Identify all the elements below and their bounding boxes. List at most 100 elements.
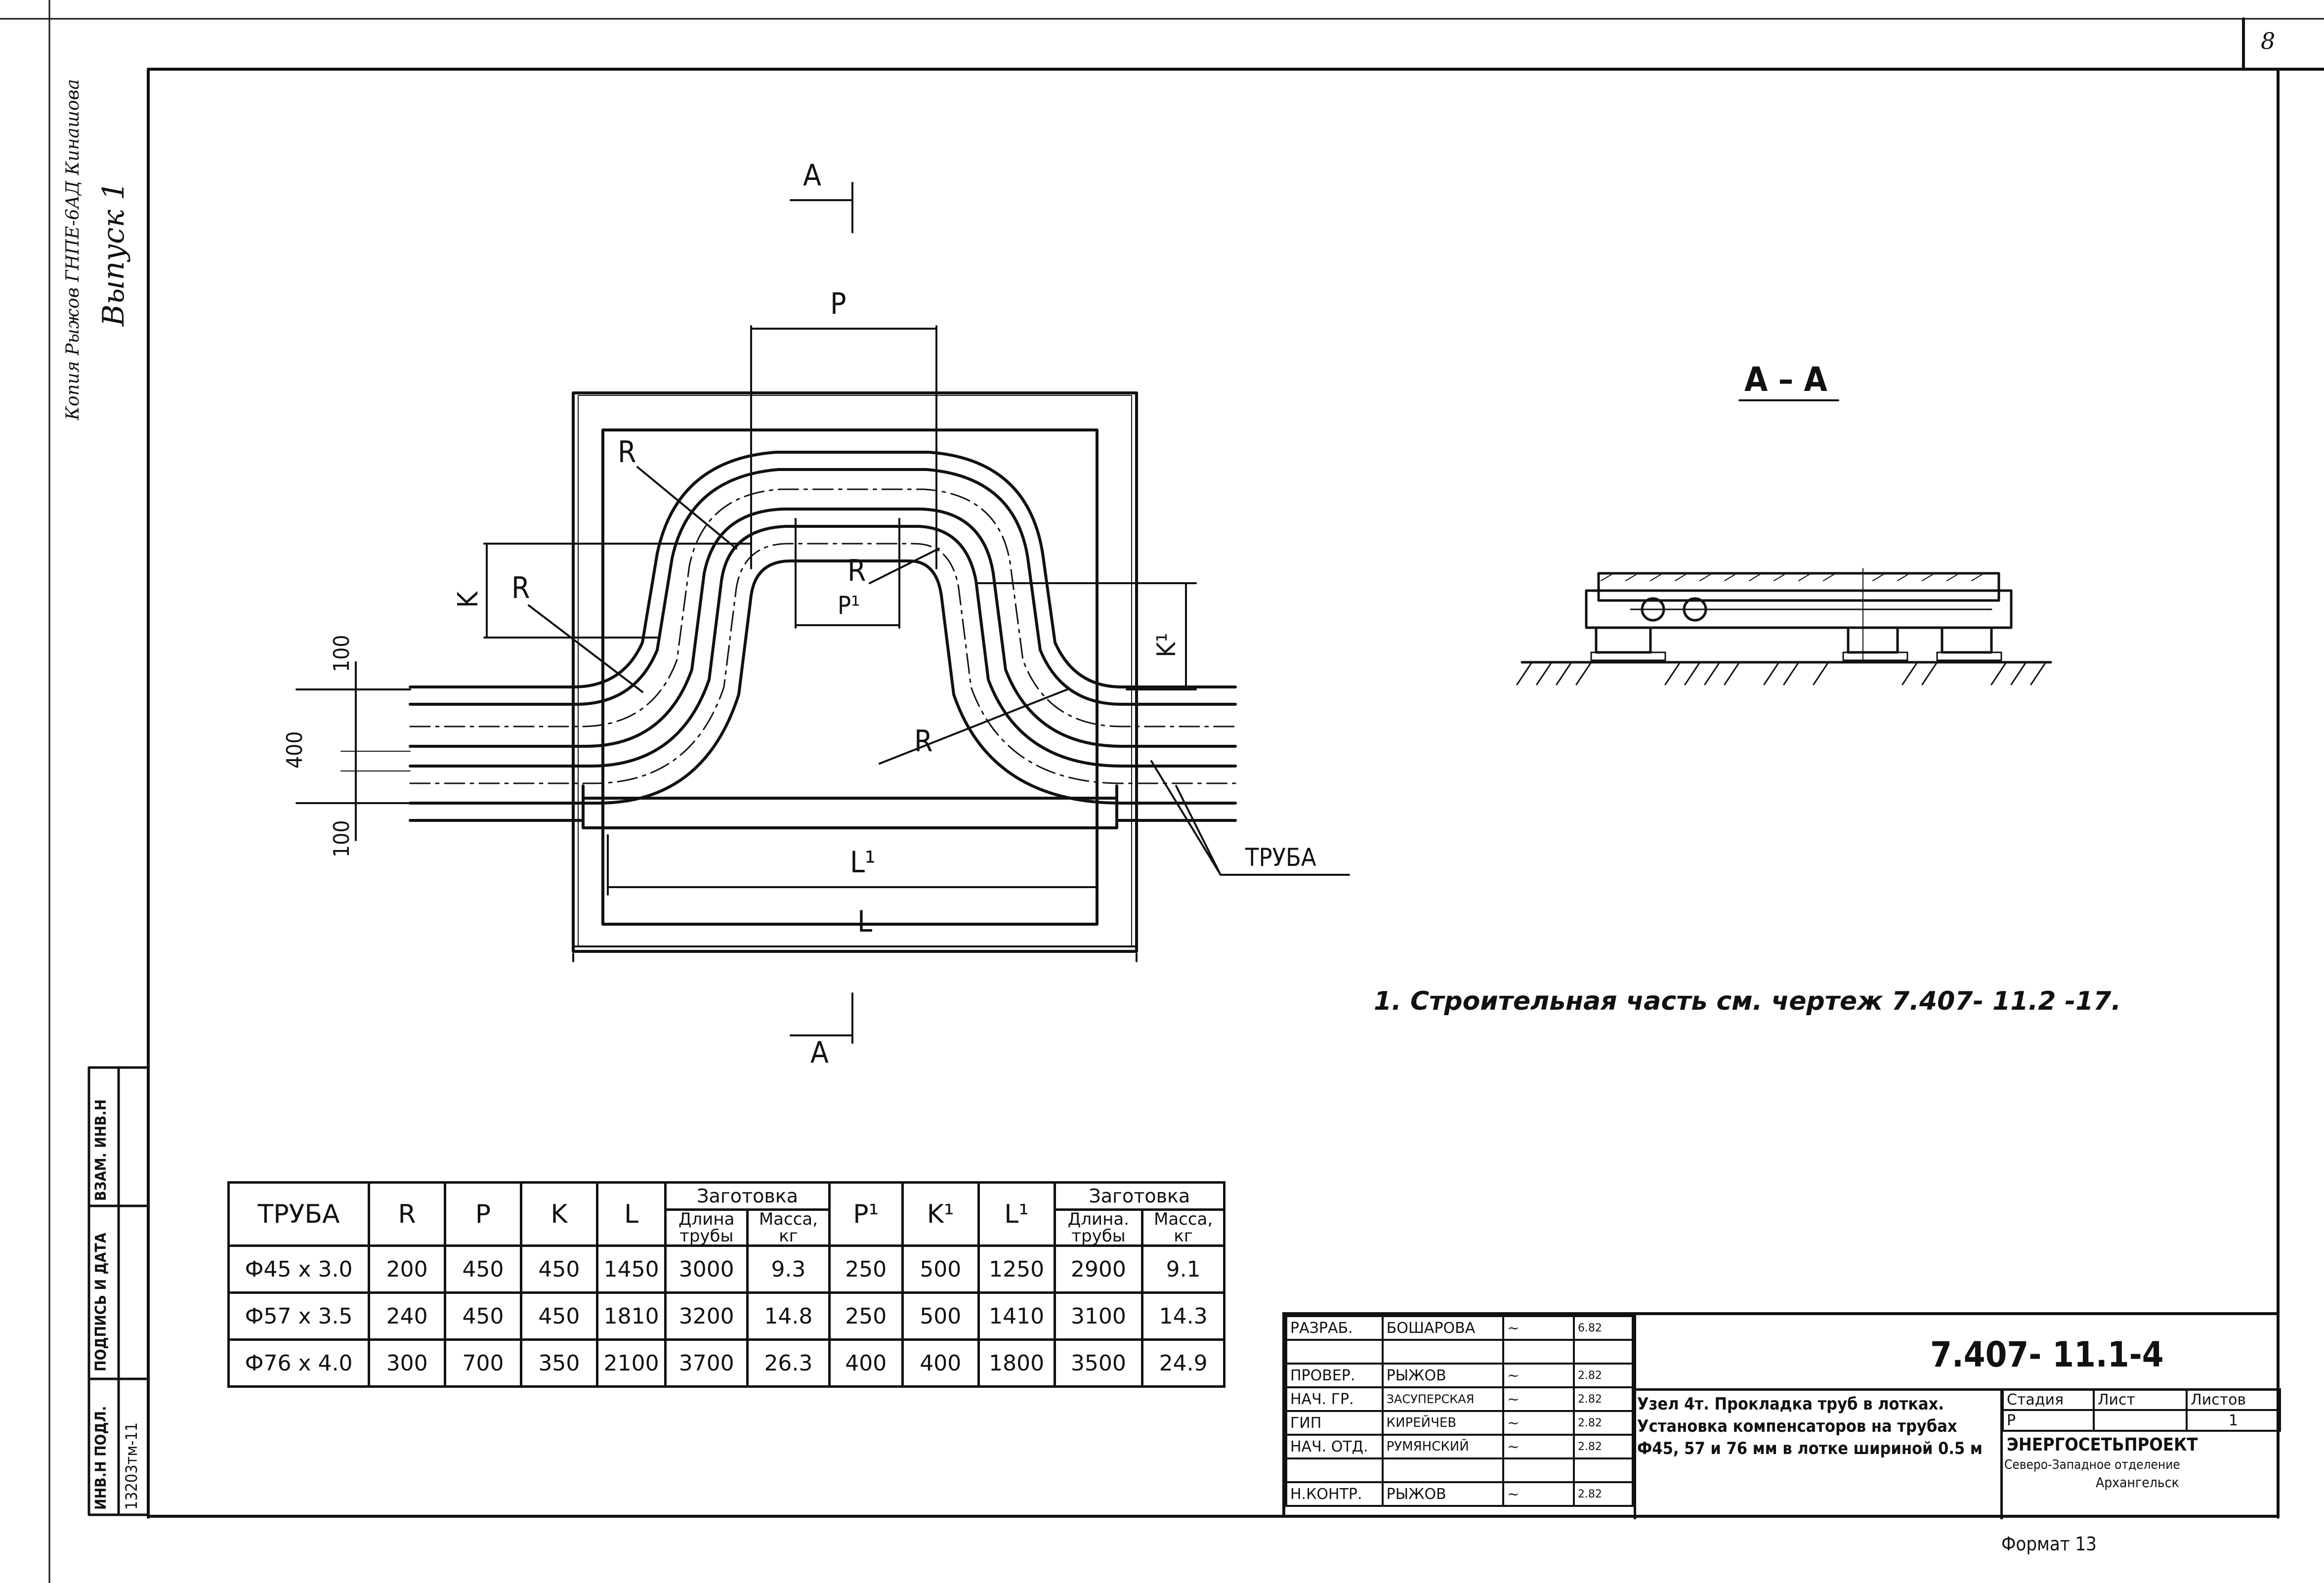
header-zagotovka-2: Заготовка (1053, 1181, 1226, 1211)
sheet-frame (0, 17, 2324, 1519)
spec-table: ТРУБА R P K L Заготовка P¹ K¹ L¹ Заготов… (227, 1181, 1226, 1388)
role-date (1572, 1339, 1634, 1365)
cell: 2100 (595, 1338, 667, 1388)
listov-label: Листов (2186, 1388, 2281, 1411)
dim-100-top: 100 (329, 635, 354, 672)
cell: 1810 (595, 1291, 667, 1341)
stamp-inv-value: 13203тм-11 (122, 1422, 141, 1510)
cell: 400 (901, 1338, 980, 1388)
compensator-loop (409, 451, 1237, 822)
table-row: Ф57 x 3.5 240 450 450 1810 3200 14.8 250… (227, 1291, 1225, 1341)
cell: 3500 (1053, 1338, 1144, 1388)
role-date: 2.82 (1572, 1481, 1634, 1507)
role-label: ГИП (1285, 1410, 1384, 1436)
org-name: ЭНЕРГОСЕТЬПРОЕКТ (2007, 1435, 2198, 1455)
cell: 500 (901, 1291, 980, 1341)
role-name: РУМЯНСКИЙ (1381, 1434, 1504, 1459)
cell: 240 (368, 1291, 447, 1341)
header-P1: P¹ (828, 1181, 904, 1247)
cell: Ф57 x 3.5 (227, 1291, 371, 1341)
role-date: 2.82 (1572, 1410, 1634, 1436)
cell: 400 (828, 1338, 904, 1388)
role-name: КИРЕЙЧЕВ (1381, 1410, 1504, 1436)
cell: 1800 (977, 1338, 1056, 1388)
cell: 3200 (664, 1291, 749, 1341)
header-length-2: Длина. трубы (1053, 1208, 1144, 1247)
header-K1: K¹ (901, 1181, 980, 1247)
cell: 700 (444, 1338, 522, 1388)
cell: 3700 (664, 1338, 749, 1388)
dim-P1: P¹ (838, 591, 860, 620)
listov-value: 1 (2186, 1409, 2281, 1432)
dim-R-1: R (618, 435, 636, 470)
role-name (1381, 1339, 1504, 1365)
cell: 1450 (595, 1244, 667, 1294)
table-row: Ф45 x 3.0 200 450 450 1450 3000 9.3 250 … (227, 1244, 1225, 1294)
cell: 9.3 (746, 1244, 831, 1294)
format-label: Формат 13 (2001, 1533, 2097, 1555)
cell: 14.8 (746, 1291, 831, 1341)
cell: 1410 (977, 1291, 1056, 1341)
role-label: Н.КОНТР. (1285, 1481, 1384, 1507)
table-row: Ф76 x 4.0 300 700 350 2100 3700 26.3 400… (227, 1338, 1225, 1388)
role-label: НАЧ. ГР. (1285, 1386, 1384, 1412)
org-division: Северо-Западное отделение (2004, 1457, 2180, 1472)
sheet-number: 8 (2261, 28, 2276, 54)
role-date: 2.82 (1572, 1363, 1634, 1388)
cell: 9.1 (1141, 1244, 1225, 1294)
stage-table: Стадия Лист Листов Р 1 (2002, 1388, 2281, 1432)
role-row (1285, 1339, 1634, 1365)
dim-400: 400 (282, 731, 307, 769)
dim-100-bottom: 100 (329, 820, 354, 857)
title-block: РАЗРАБ. БОШАРОВА ~ 6.82 ПРОВЕР. РЫЖОВ ~ … (1282, 1312, 2281, 1519)
header-zagotovka-1: Заготовка (664, 1181, 831, 1211)
org-city: Архангельск (2096, 1474, 2179, 1491)
role-name: РЫЖОВ (1381, 1481, 1504, 1507)
dim-R-4: R (914, 724, 933, 759)
doc-code-divider (1634, 1388, 2281, 1391)
role-label: ПРОВЕР. (1285, 1363, 1384, 1388)
header-mass-2: Масса, кг (1141, 1208, 1225, 1247)
title-col-divider-2 (2000, 1388, 2003, 1519)
stamp-inv-podl: ИНВ.Н ПОДЛ. (92, 1406, 110, 1510)
cell: 250 (828, 1244, 904, 1294)
role-row: РАЗРАБ. БОШАРОВА ~ 6.82 (1285, 1315, 1634, 1341)
vypusk-label: Выпуск 1 (96, 181, 131, 326)
role-label (1285, 1457, 1384, 1483)
header-R: R (368, 1181, 447, 1247)
cell: 250 (828, 1291, 904, 1341)
role-row (1285, 1457, 1634, 1483)
role-row: НАЧ. ОТД. РУМЯНСКИЙ ~ 2.82 (1285, 1434, 1634, 1459)
signature: ~ (1502, 1386, 1575, 1412)
role-row: НАЧ. ГР. ЗАСУПЕРСКАЯ ~ 2.82 (1285, 1386, 1634, 1412)
stadia-value: Р (2002, 1409, 2095, 1432)
list-label: Лист (2092, 1388, 2188, 1411)
header-mass: Масса, кг (746, 1208, 831, 1247)
doc-code: 7.407- 11.1-4 (1930, 1334, 2164, 1375)
cell: 200 (368, 1244, 447, 1294)
section-marker-bottom: A (810, 1035, 829, 1070)
role-row: ГИП КИРЕЙЧЕВ ~ 2.82 (1285, 1410, 1634, 1436)
role-name (1381, 1457, 1504, 1483)
signature: ~ (1502, 1410, 1575, 1436)
cell: 2900 (1053, 1244, 1144, 1294)
section-title: А – А (1744, 360, 1827, 399)
section-view (1516, 568, 2052, 685)
stamp-podpis: ПОДПИСЬ И ДАТА (92, 1233, 110, 1371)
support-beam (582, 797, 1118, 829)
left-stamp-frame (48, 0, 150, 1583)
cell: 300 (368, 1338, 447, 1388)
list-value (2092, 1409, 2188, 1432)
dim-K: K (452, 591, 484, 608)
signature: ~ (1502, 1315, 1575, 1341)
cell: 500 (901, 1244, 980, 1294)
title-block-roles: РАЗРАБ. БОШАРОВА ~ 6.82 ПРОВЕР. РЫЖОВ ~ … (1285, 1315, 1634, 1507)
dim-L: L (857, 904, 873, 939)
cell: 450 (444, 1291, 522, 1341)
cell: 450 (519, 1244, 598, 1294)
copy-note: Копия Рыжов ГНПЕ-6АД Кинашова (63, 79, 83, 420)
role-row: Н.КОНТР. РЫЖОВ ~ 2.82 (1285, 1481, 1634, 1507)
role-name: РЫЖОВ (1381, 1363, 1504, 1388)
role-label: РАЗРАБ. (1285, 1315, 1384, 1341)
cell: 3100 (1053, 1291, 1144, 1341)
